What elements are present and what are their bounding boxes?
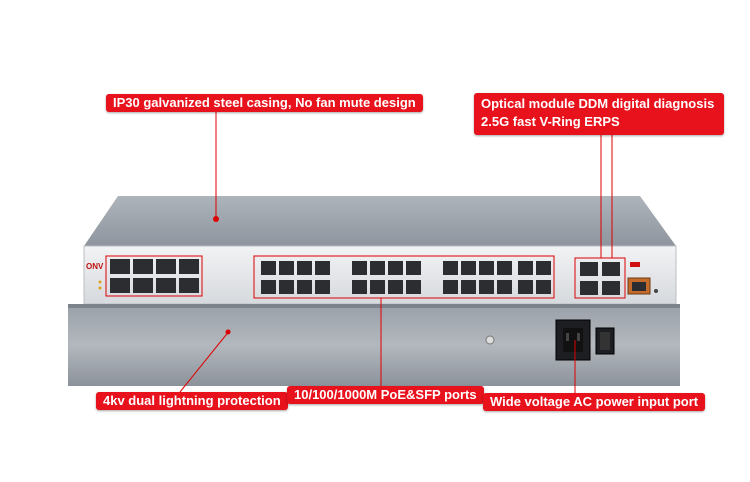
ports-callout: 10/100/1000M PoE&SFP ports <box>287 386 484 404</box>
ports-callout-text: 10/100/1000M PoE&SFP ports <box>294 387 477 402</box>
power-callout: Wide voltage AC power input port <box>483 393 706 411</box>
lightning-callout: 4kv dual lightning protection <box>96 392 288 410</box>
callout-leader-lines <box>179 111 613 393</box>
uplink-sfp-ports <box>580 262 620 295</box>
rj45-port-block <box>105 255 203 297</box>
sfp-port-group-2 <box>352 261 421 294</box>
optical-callout: Optical module DDM digital diagnosis 2.5… <box>474 93 724 135</box>
optical-callout-line1: Optical module DDM digital diagnosis <box>481 96 715 111</box>
casing-callout-text: IP30 galvanized steel casing, No fan mut… <box>113 95 416 110</box>
lightning-callout-text: 4kv dual lightning protection <box>103 393 281 408</box>
power-callout-text: Wide voltage AC power input port <box>490 394 699 409</box>
brand-logo: ONV <box>86 262 104 271</box>
chassis-top <box>84 196 676 246</box>
sfp-port-group-4 <box>518 261 551 294</box>
optical-callout-line2: 2.5G fast V-Ring ERPS <box>481 114 620 129</box>
sfp-port-group-3 <box>443 261 512 294</box>
casing-callout: IP30 galvanized steel casing, No fan mut… <box>106 94 423 112</box>
sfp-port-group-1 <box>261 261 330 294</box>
